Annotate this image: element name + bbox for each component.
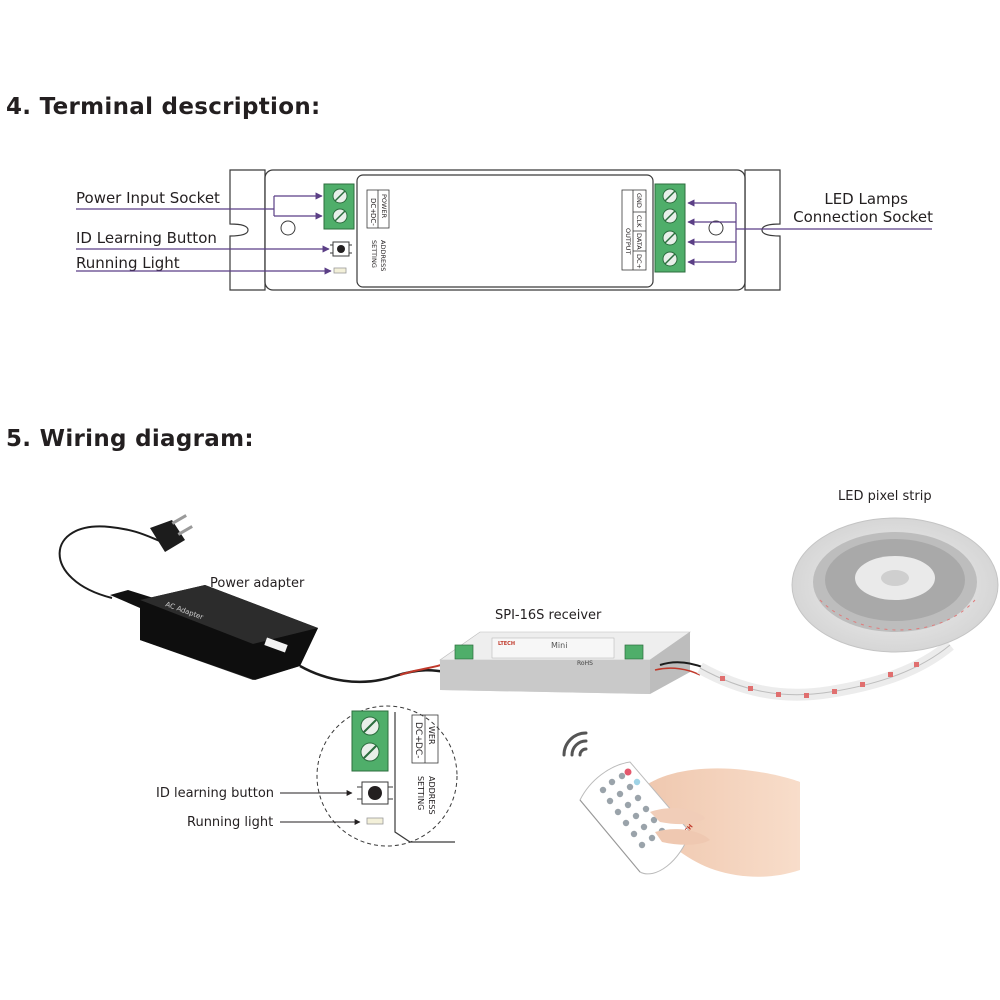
power-dcminus-text: DC- — [369, 213, 377, 226]
zoom-detail: DC+ DC- WER ADDRESS SETTING — [316, 705, 458, 847]
setting-word-text: SETTING — [370, 240, 378, 268]
spi16s-receiver: LTECH Mini RoHS — [439, 631, 706, 694]
power-adapter: AC Adapter — [110, 585, 446, 684]
output-terminal-block — [654, 183, 686, 273]
led-socket-leader — [687, 199, 932, 266]
power-adapter-label: Power adapter — [210, 576, 305, 591]
zoom-running-light-label: Running light — [187, 815, 274, 830]
ac-plug — [150, 514, 193, 552]
led-reel — [791, 517, 999, 653]
controller-housing — [229, 169, 781, 291]
zoom-dcplus-text: DC+ — [413, 722, 423, 743]
address-word-text: ADDRESS — [379, 240, 387, 271]
right-screw-hole — [708, 220, 724, 236]
zoom-setting-word: SETTING — [416, 776, 425, 810]
wiring-diagram-heading: 5. Wiring diagram: — [6, 426, 254, 452]
right-mounting-ear — [744, 169, 781, 291]
running-light-led — [333, 267, 347, 274]
zoom-dcminus-text: DC- — [413, 742, 423, 758]
left-mounting-ear — [229, 169, 266, 291]
output-dcplus-text: DC+ — [635, 254, 643, 269]
power-label-block: DC+ DC- POWER ADDRESS SETTING — [366, 189, 390, 271]
led-lamps-label: LED Lamps — [824, 190, 908, 208]
output-label-block: GND CLK DATA DC+ OUTPUT — [621, 189, 647, 271]
id-learning-button-label: ID Learning Button — [76, 229, 217, 247]
zoom-id-learning-label: ID learning button — [156, 786, 275, 801]
power-dcplus-text: DC+ — [369, 198, 377, 214]
led-strip-label: LED pixel strip — [838, 489, 932, 504]
power-input-socket-label: Power Input Socket — [76, 189, 220, 207]
terminal-description-heading: 4. Terminal description: — [6, 94, 321, 120]
housing-cover — [356, 174, 654, 288]
output-clk-text: CLK — [635, 215, 643, 228]
running-light-label: Running Light — [76, 254, 180, 272]
connection-socket-label: Connection Socket — [793, 208, 933, 226]
output-data-text: DATA — [635, 233, 643, 250]
plug-cable — [58, 525, 169, 599]
zoom-address-word: ADDRESS — [427, 776, 436, 815]
output-word-text: OUTPUT — [624, 228, 632, 255]
power-input-leader — [76, 192, 323, 220]
power-terminal-block — [323, 183, 355, 230]
receiver-mini: Mini — [551, 641, 567, 650]
power-word-text: POWER — [380, 194, 388, 219]
zoom-power-word: WER — [427, 726, 436, 745]
wireless-signal-icon — [562, 731, 588, 757]
output-gnd-text: GND — [635, 193, 643, 208]
hand-with-remote: LTECH — [579, 761, 800, 877]
receiver-brand: LTECH — [498, 641, 515, 647]
left-screw-hole — [280, 220, 296, 236]
led-pixel-strip — [697, 640, 954, 701]
receiver-rohs: RoHS — [577, 660, 593, 667]
id-learning-button — [330, 241, 352, 257]
receiver-label: SPI-16S receiver — [495, 608, 602, 623]
